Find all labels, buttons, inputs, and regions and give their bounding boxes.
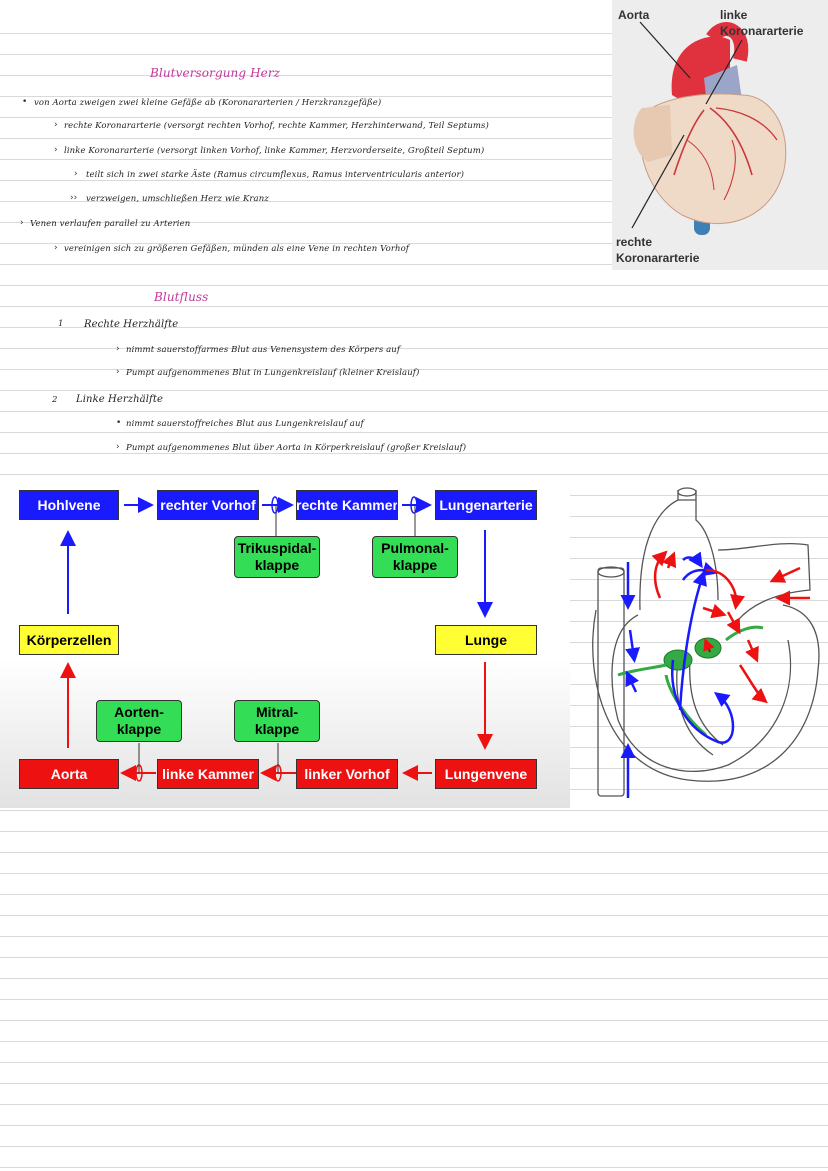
bullet-arrow: ›› <box>70 193 78 203</box>
note-line: Pumpt aufgenommenes Blut über Aorta in K… <box>126 443 467 453</box>
coronary-heart-image: Aorta linke Koronararterie rechte Korona… <box>612 0 828 270</box>
aorten-line1: Aorten- <box>114 704 164 720</box>
title-blutversorgung: Blutversorgung Herz <box>150 66 281 80</box>
flow-arrows <box>60 496 493 782</box>
pulmonal-line1: Pulmonal- <box>381 540 449 556</box>
box-mitralklappe: Mitral- klappe <box>234 700 320 742</box>
box-lungenvene: Lungenvene <box>435 759 537 789</box>
box-hohlvene: Hohlvene <box>19 490 119 520</box>
label-linke: linke <box>720 8 748 22</box>
trikuspidal-line2: klappe <box>254 557 300 573</box>
mitral-line2: klappe <box>254 721 300 737</box>
bullet-dot: • <box>22 97 28 107</box>
heart-flow-schematic-icon <box>592 487 820 798</box>
note-line: linke Koronararterie (versorgt linken Vo… <box>64 146 485 156</box>
bullet-arrow: › <box>116 367 120 377</box>
blood-flow-diagram: Hohlvene rechter Vorhof rechte Kammer Lu… <box>0 478 570 808</box>
box-trikuspidalklappe: Trikuspidal- klappe <box>234 536 320 578</box>
bullet-arrow: › <box>116 442 120 452</box>
section-heading: Linke Herzhälfte <box>76 394 163 405</box>
note-line: verzweigen, umschließen Herz wie Kranz <box>86 194 269 204</box>
note-line: teilt sich in zwei starke Äste (Ramus ci… <box>86 170 465 180</box>
note-line: nimmt sauerstoffarmes Blut aus Venensyst… <box>126 345 401 355</box>
label-aorta: Aorta <box>618 8 650 22</box>
section-number: 2 <box>52 395 58 405</box>
trikuspidal-line1: Trikuspidal- <box>237 540 317 556</box>
note-line: von Aorta zweigen zwei kleine Gefäße ab … <box>34 98 382 108</box>
mitral-line1: Mitral- <box>256 704 298 720</box>
bullet-arrow: › <box>54 243 58 253</box>
note-line: Venen verlaufen parallel zu Arterien <box>30 219 191 229</box>
box-rechter-vorhof: rechter Vorhof <box>157 490 259 520</box>
section-number: 1 <box>58 319 64 329</box>
bullet-arrow: › <box>74 169 78 179</box>
box-aortenklappe: Aorten- klappe <box>96 700 182 742</box>
label-koronararterie-links: Koronararterie <box>720 24 804 38</box>
section-heading: Rechte Herzhälfte <box>84 319 179 330</box>
box-lunge: Lunge <box>435 625 537 655</box>
note-line: nimmt sauerstoffreiches Blut aus Lungenk… <box>126 419 364 429</box>
pulmonal-line2: klappe <box>392 557 438 573</box>
note-line: rechte Koronararterie (versorgt rechten … <box>64 121 489 131</box>
heart-schematic <box>578 480 828 800</box>
bullet-arrow: › <box>54 120 58 130</box>
bullet-arrow: › <box>20 218 24 228</box>
note-line: Pumpt aufgenommenes Blut in Lungenkreisl… <box>126 368 420 378</box>
box-pulmonalklappe: Pulmonal- klappe <box>372 536 458 578</box>
box-linke-kammer: linke Kammer <box>157 759 259 789</box>
title-blutfluss: Blutfluss <box>154 290 209 304</box>
aorten-line2: klappe <box>116 721 162 737</box>
label-rechte: rechte <box>616 235 653 249</box>
box-rechte-kammer: rechte Kammer <box>296 490 398 520</box>
box-lungenarterie: Lungenarterie <box>435 490 537 520</box>
box-linker-vorhof: linker Vorhof <box>296 759 398 789</box>
note-line: vereinigen sich zu größeren Gefäßen, mün… <box>64 244 410 254</box>
bullet-arrow: › <box>116 344 120 354</box>
bullet-arrow: › <box>54 145 58 155</box>
heart-illustration-icon <box>612 0 828 270</box>
box-aorta: Aorta <box>19 759 119 789</box>
box-koerperzellen: Körperzellen <box>19 625 119 655</box>
bullet-dot: • <box>116 418 122 428</box>
label-koronararterie-rechts: Koronararterie <box>616 251 700 265</box>
